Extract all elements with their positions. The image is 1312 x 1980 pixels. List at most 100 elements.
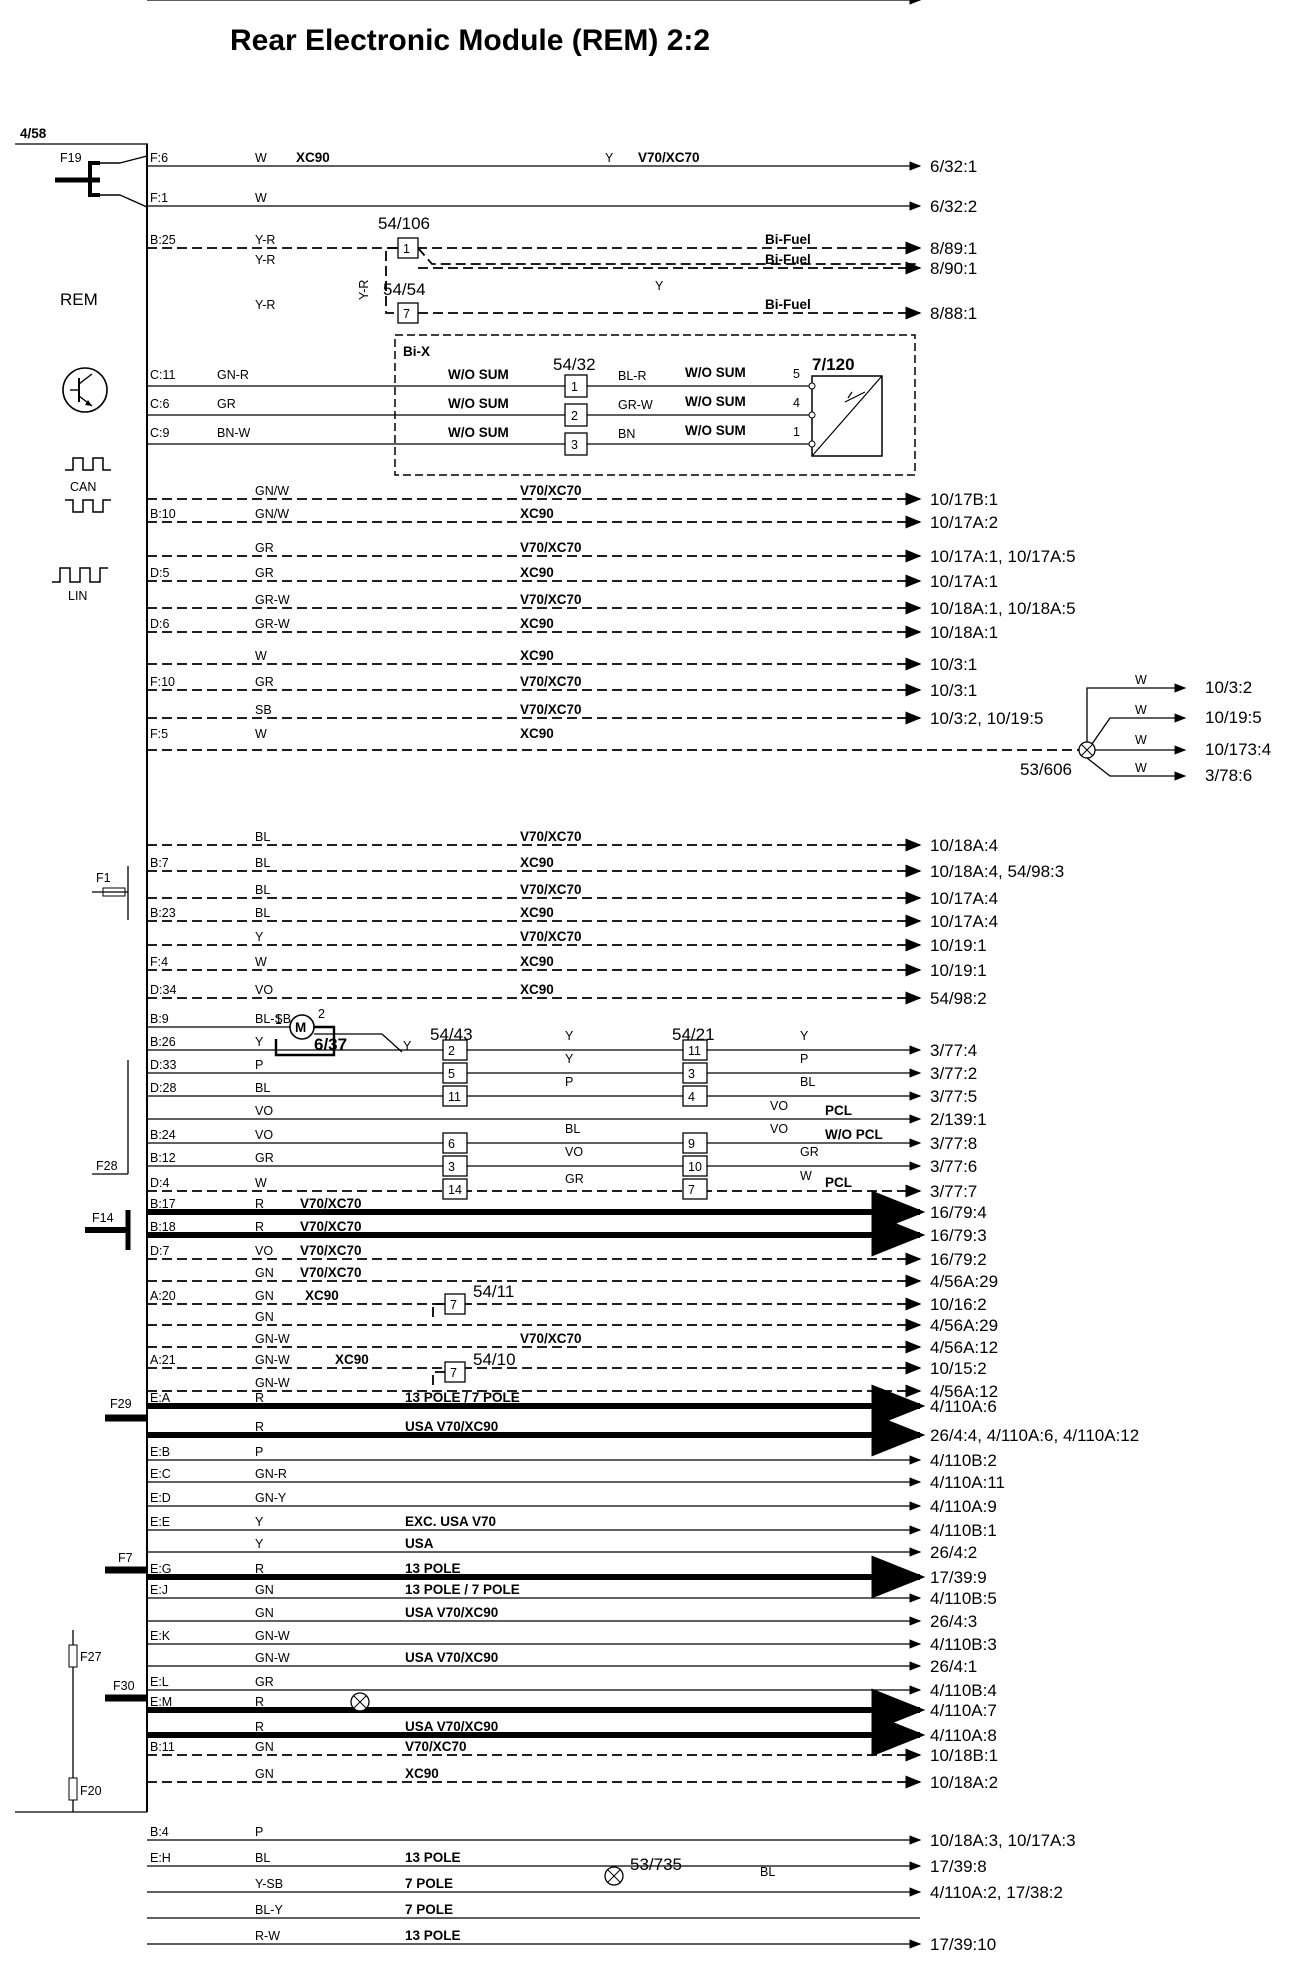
wire-destination: 6/32:2 bbox=[930, 197, 977, 216]
stack-pin: 5 bbox=[448, 1067, 455, 1081]
wire-variant: USA V70/XC90 bbox=[405, 1419, 498, 1434]
wire-destination: 10/18A:3, 10/17A:3 bbox=[930, 1831, 1076, 1850]
splice-53-735 bbox=[604, 1866, 624, 1886]
wire-pin: E:K bbox=[150, 1629, 171, 1643]
mid-color: Y bbox=[565, 1029, 574, 1043]
wire-variant: XC90 bbox=[520, 648, 554, 663]
wire-pin: B:18 bbox=[150, 1220, 176, 1234]
wire-color: GN bbox=[255, 1266, 274, 1280]
bi-x-box bbox=[394, 334, 916, 476]
connector-54-54-pin: 7 bbox=[403, 307, 410, 321]
wire-destination: 10/17A:2 bbox=[930, 513, 998, 532]
wire-color-alt: Y bbox=[605, 151, 614, 165]
wire-variant: XC90 bbox=[520, 982, 554, 997]
motor-pin-1: 1 bbox=[275, 1013, 282, 1027]
stack-pin: 11 bbox=[448, 1090, 461, 1104]
wire-color: VO bbox=[255, 1104, 273, 1118]
wire-color: BL bbox=[255, 883, 270, 897]
wire-destination: 4/110B:2 bbox=[930, 1451, 997, 1470]
wire-color: R bbox=[255, 1197, 264, 1211]
wire-pin: A:20 bbox=[150, 1289, 176, 1303]
wire-variant: W/O SUM bbox=[448, 425, 509, 440]
wire-pin: F:5 bbox=[150, 727, 168, 741]
wire-destination: 8/88:1 bbox=[930, 304, 977, 323]
wire-destination: 10/18B:1 bbox=[930, 1746, 998, 1765]
diagram-title: Rear Electronic Module (REM) 2:2 bbox=[230, 24, 710, 57]
wire-variant: USA bbox=[405, 1536, 434, 1551]
wire-variant: V70/XC70 bbox=[520, 1331, 582, 1346]
wire-pin: F:6 bbox=[150, 151, 168, 165]
wire-variant: 13 POLE bbox=[405, 1561, 461, 1576]
wire-color: Y-R bbox=[255, 298, 275, 312]
wire-variant: 13 POLE / 7 POLE bbox=[405, 1582, 520, 1597]
wire-destination: 10/18A:1 bbox=[930, 623, 998, 642]
wire-pin: E:H bbox=[150, 1851, 171, 1865]
wire-variant: V70/XC70 bbox=[520, 702, 582, 717]
wire-color: R-W bbox=[255, 0, 280, 3]
wire-pin: D:28 bbox=[150, 1081, 176, 1095]
connector-54-11 bbox=[432, 1293, 466, 1317]
wire-color: P bbox=[255, 1825, 263, 1839]
wire-destination: 10/15:2 bbox=[930, 1359, 987, 1378]
wire-color: Y bbox=[255, 930, 264, 944]
wire-pin: E:D bbox=[150, 1491, 171, 1505]
wire-pin: F:4 bbox=[150, 955, 168, 969]
wire-pin: B:9 bbox=[150, 1012, 169, 1026]
wire-y-small: Y bbox=[655, 279, 664, 293]
fuse-f28-label: F28 bbox=[96, 1159, 118, 1173]
wire-variant: 13 POLE bbox=[405, 1850, 461, 1865]
wire-pin: B:23 bbox=[150, 906, 176, 920]
can-label: CAN bbox=[70, 480, 96, 494]
wire-color: GR bbox=[255, 1675, 274, 1689]
wire-color: GN/W bbox=[255, 484, 289, 498]
connector-54-10 bbox=[432, 1361, 466, 1385]
connector-54-11-label: 54/11 bbox=[473, 1282, 514, 1301]
wire-pin: E:F bbox=[150, 0, 170, 3]
fuse-f7-label: F7 bbox=[118, 1551, 133, 1565]
connector-54-106-label: 54/106 bbox=[378, 214, 430, 233]
wire-pin: D:6 bbox=[150, 617, 170, 631]
wire-destination: 4/110A:9 bbox=[930, 1497, 997, 1516]
motor-pin-2: 2 bbox=[318, 1007, 325, 1021]
stack-pin: 6 bbox=[448, 1137, 455, 1151]
wire-variant: XC90 bbox=[520, 726, 554, 741]
wire-color: P bbox=[255, 1058, 263, 1072]
wire-color: VO bbox=[255, 983, 273, 997]
wire-pin: B:25 bbox=[150, 233, 176, 247]
wire-variant: V70/XC70 bbox=[300, 1219, 362, 1234]
wire-color: P bbox=[255, 1445, 263, 1459]
wire-variant: XC90 bbox=[520, 855, 554, 870]
right-color: GR bbox=[800, 1145, 819, 1159]
wire-variant: 7 POLE bbox=[405, 1876, 453, 1891]
wire-color: BL bbox=[255, 906, 270, 920]
wire-pin: B:4 bbox=[150, 1825, 169, 1839]
mid-color: P bbox=[565, 1075, 573, 1089]
c54-32-pin-1: 1 bbox=[571, 380, 578, 394]
wire-variant: EXC. USA V70 bbox=[405, 1514, 496, 1529]
splice606-color-4: W bbox=[1135, 761, 1147, 775]
wire-color: GN bbox=[255, 1310, 274, 1324]
wire-destination: 4/110A:6 bbox=[930, 1397, 997, 1416]
splice606-color-2: W bbox=[1135, 703, 1147, 717]
wire-destination: 26/4:4, 4/110A:6, 4/110A:12 bbox=[930, 1426, 1139, 1445]
wire-pin: C:6 bbox=[150, 397, 170, 411]
mid-color: BL bbox=[565, 1122, 580, 1136]
wire-destination: 16/79:2 bbox=[930, 1250, 987, 1269]
wire-variant: 7 POLE bbox=[405, 1902, 453, 1917]
wire-destination: 10/16:2 bbox=[930, 1295, 987, 1314]
splice-f30 bbox=[350, 1692, 370, 1712]
fuse-f19-label: F19 bbox=[60, 151, 82, 165]
wire-pin: B:26 bbox=[150, 1035, 176, 1049]
wire-pin: B:11 bbox=[150, 1740, 175, 1754]
wire-destination: 54/98:2 bbox=[930, 989, 987, 1008]
wire-destination: 8/90:1 bbox=[930, 259, 977, 278]
wire-variant: USA V70/XC90 bbox=[405, 1719, 498, 1734]
wire-color: BL bbox=[255, 856, 270, 870]
wire-variant: V70/XC70 bbox=[520, 674, 582, 689]
fuse-f14-symbol bbox=[85, 1210, 131, 1250]
wire-color: GN bbox=[255, 1740, 274, 1754]
wire-color: Y bbox=[255, 1515, 264, 1529]
wire-variant: W/O PCL bbox=[825, 1127, 883, 1142]
wire-color: GN-W bbox=[255, 1651, 290, 1665]
